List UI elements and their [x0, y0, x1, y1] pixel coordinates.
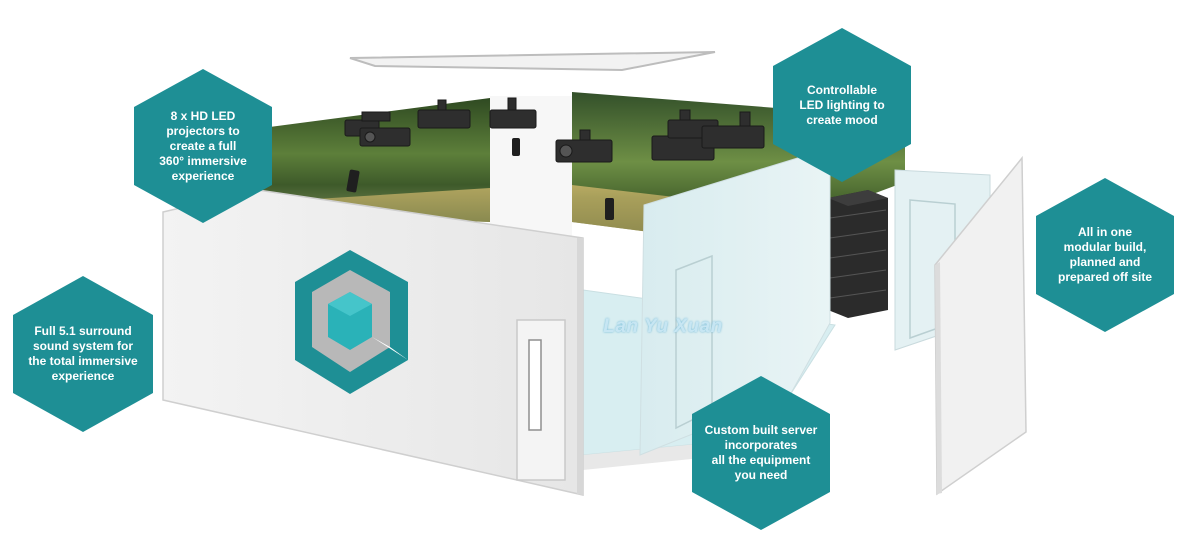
hexagon-shape [1036, 178, 1174, 332]
projector-icon [489, 109, 537, 129]
projector-icon [361, 111, 391, 122]
projector-icon [417, 109, 471, 129]
server-rack-icon [828, 190, 888, 318]
callout-projectors-text: 8 x HD LED projectors to create a full 3… [159, 108, 247, 183]
speaker-icon [512, 138, 520, 156]
hexagon-shape [773, 28, 911, 182]
door-window [528, 339, 542, 431]
projector-icon [701, 125, 765, 149]
callout-sound-text: Full 5.1 surround sound system for the t… [28, 324, 138, 383]
callout-modular-text: All in one modular build, planned and pr… [1057, 225, 1153, 284]
callout-lighting-text: Controllable LED lighting to create mood [799, 82, 885, 127]
callout-server: Custom built server incorporates all the… [692, 376, 830, 530]
cube-logo-icon [295, 250, 408, 394]
callout-server-text: Custom built server incorporates all the… [704, 423, 818, 482]
ceiling-frame [349, 51, 716, 72]
hexagon-shape [692, 376, 830, 530]
hexagon-shape [13, 276, 153, 432]
speakers [346, 138, 614, 220]
jungle-wall-left [262, 98, 490, 222]
projectors [344, 97, 765, 163]
speaker-icon [346, 169, 360, 193]
watermark-logo: Lan Yu Xuan [603, 316, 723, 337]
hexagon-shape [134, 69, 272, 223]
callout-projectors: 8 x HD LED projectors to create a full 3… [134, 69, 272, 223]
callout-lighting: Controllable LED lighting to create mood [773, 28, 911, 182]
right-wall-panel [934, 155, 1027, 496]
callout-sound: Full 5.1 surround sound system for the t… [13, 276, 153, 432]
speaker-icon [605, 198, 614, 220]
callout-modular: All in one modular build, planned and pr… [1036, 178, 1174, 332]
